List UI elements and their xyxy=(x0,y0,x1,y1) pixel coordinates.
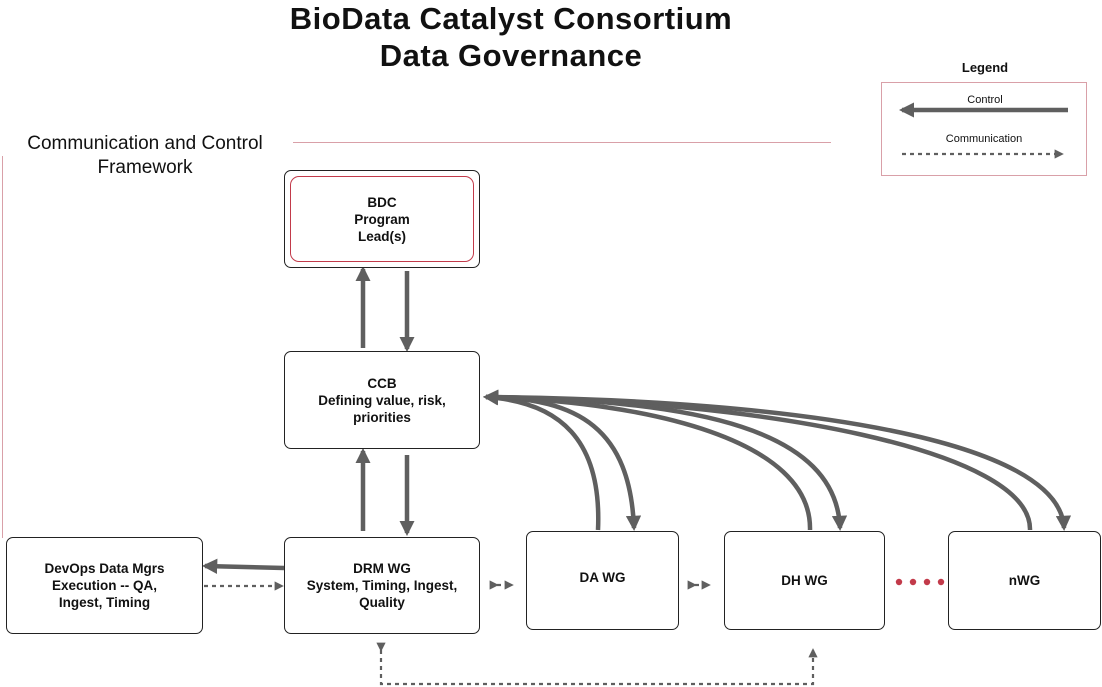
nwg-label: nWG xyxy=(1008,573,1041,588)
dh-label: DH WG xyxy=(781,573,828,588)
nwg-to-ccb-arrow xyxy=(482,389,1033,531)
devops-label: DevOps Data Mgrs Execution -- QA, Ingest… xyxy=(44,561,165,610)
devops-node: DevOps Data Mgrs Execution -- QA, Ingest… xyxy=(6,537,203,634)
subtitle-rule xyxy=(293,142,831,143)
legend-title: Legend xyxy=(961,60,1009,75)
ccb-label: CCB Defining value, risk, priorities xyxy=(318,375,446,425)
legend-box xyxy=(881,82,1087,176)
ccb-to-da-arrow xyxy=(485,394,642,532)
da-label: DA WG xyxy=(579,570,626,585)
legend-communication-label: Communication xyxy=(945,133,1023,145)
framework-subtitle: Communication and Control Framework xyxy=(0,132,290,180)
dh-wg-node: DH WG xyxy=(724,531,885,630)
side-rule xyxy=(2,156,3,538)
subtitle-text: Communication and Control Framework xyxy=(27,133,263,178)
nwg-node: nWG xyxy=(948,531,1101,630)
title-line-2: Data Governance xyxy=(379,38,643,73)
ellipsis-dots xyxy=(895,578,945,586)
diagram-title: BioData Catalyst Consortium Data Governa… xyxy=(0,0,1022,74)
drm-dh-communication-loop xyxy=(376,642,818,686)
bdc-program-lead-node: BDC Program Lead(s) xyxy=(284,170,480,268)
bdc-label: BDC Program Lead(s) xyxy=(354,194,410,244)
title-line-1: BioData Catalyst Consortium xyxy=(289,1,733,36)
ccb-node: CCB Defining value, risk, priorities xyxy=(284,351,480,449)
ccb-to-nwg-arrow xyxy=(485,394,1072,532)
drm-label: DRM WG System, Timing, Ingest, Quality xyxy=(306,561,458,610)
bdc-inner-border xyxy=(290,176,474,262)
drm-wg-node: DRM WG System, Timing, Ingest, Quality xyxy=(284,537,480,634)
da-wg-node: DA WG xyxy=(526,531,679,630)
legend-control-label: Control xyxy=(967,94,1003,106)
drm-to-devops-arrow xyxy=(201,558,285,574)
